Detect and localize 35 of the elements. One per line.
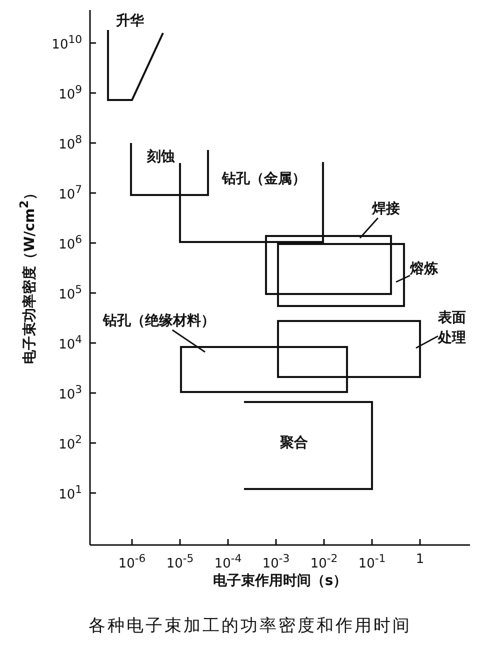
region-box	[265, 235, 392, 295]
region-label: 钻孔（金属）	[222, 170, 306, 188]
region-label: 熔炼	[410, 260, 438, 278]
tick-label: 10$^{-6}$	[118, 552, 146, 572]
region-label: 升华	[116, 12, 144, 30]
region-label: 表面处理	[438, 309, 467, 348]
leader-line	[172, 329, 206, 353]
tick-label: 10$^{7}$	[58, 183, 82, 202]
region-label: 钻孔（绝缘材料）	[103, 312, 215, 330]
region-label: 焊接	[372, 200, 400, 218]
tick-label: 10$^{10}$	[52, 33, 82, 52]
axis-title: 电子束作用时间（s）	[212, 572, 348, 590]
tick-label: 10$^{-5}$	[166, 552, 194, 572]
region-box	[180, 346, 348, 393]
leader-line	[416, 335, 438, 349]
tick-label: 10$^{3}$	[58, 383, 82, 402]
tick-label: 10$^{-2}$	[310, 552, 338, 572]
leader-line	[396, 274, 410, 283]
region-box	[277, 320, 421, 378]
tick-label: 10$^{2}$	[58, 433, 82, 452]
tick-label: 1	[416, 552, 424, 567]
tick-label: 10$^{6}$	[58, 233, 82, 252]
region-label: 刻蚀	[147, 148, 175, 166]
tick-label: 10$^{1}$	[58, 483, 82, 502]
region-label: 聚合	[280, 434, 308, 452]
tick-label: 10$^{5}$	[58, 283, 82, 302]
tick-label: 10$^{-3}$	[262, 552, 290, 572]
region-box	[277, 243, 405, 307]
tick-label: 10$^{-4}$	[214, 552, 242, 572]
caption: 各种电子束加工的功率密度和作用时间	[88, 615, 412, 637]
tick-label: 10$^{8}$	[58, 133, 82, 152]
tick-label: 10$^{4}$	[58, 333, 82, 352]
leader-line	[359, 218, 378, 238]
tick-label: 10$^{9}$	[58, 83, 82, 102]
tick-label: 10$^{-1}$	[358, 552, 386, 572]
